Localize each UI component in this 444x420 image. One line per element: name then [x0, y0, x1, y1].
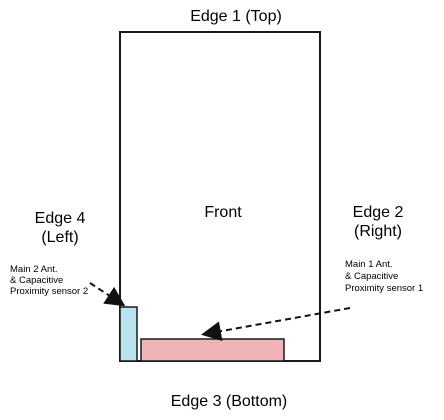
sensor-right-annotation-line3: Proximity sensor 1 [345, 283, 423, 294]
edge-top-label: Edge 1 (Top) [190, 8, 282, 25]
edge-right-label-line2: (Right) [354, 223, 402, 240]
front-label: Front [204, 204, 242, 221]
left-sensor-block [119, 306, 138, 362]
sensor-left-annotation-line1: Main 2 Ant. [10, 264, 58, 275]
sensor-right-annotation-line2: & Capacitive [345, 271, 398, 282]
edge-bottom-label: Edge 3 (Bottom) [171, 393, 288, 410]
right-sensor-block [140, 338, 285, 362]
device-outline [119, 31, 321, 362]
right-sensor-arrow [201, 307, 351, 342]
sensor-left-annotation-line3: Proximity sensor 2 [10, 286, 88, 297]
left-sensor-arrow [89, 282, 126, 307]
sensor-right-annotation-line1: Main 1 Ant. [345, 259, 393, 270]
edge-right-label-line1: Edge 2 [353, 204, 404, 221]
edge-left-label-line1: Edge 4 [35, 210, 86, 227]
sensor-left-annotation-line2: & Capacitive [10, 275, 63, 286]
edge-left-label-line2: (Left) [41, 229, 78, 246]
